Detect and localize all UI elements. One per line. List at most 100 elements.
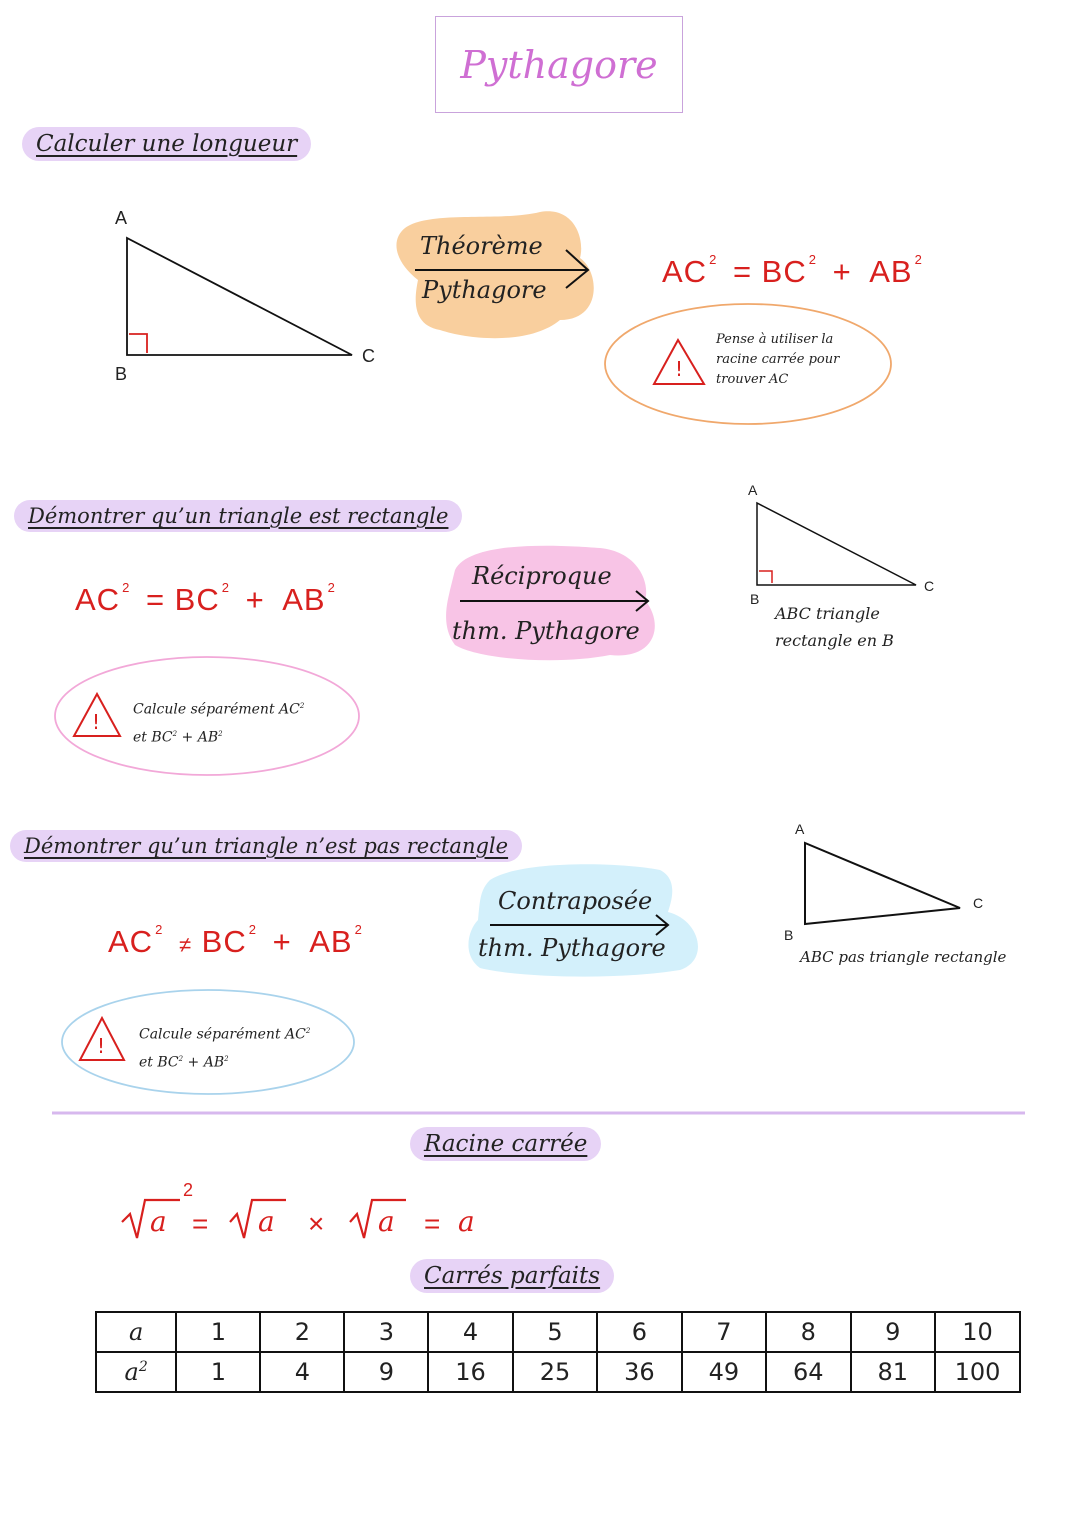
- plus: +: [832, 254, 852, 289]
- warning-icon: !: [78, 1015, 126, 1061]
- vertex-c-label: C: [973, 895, 984, 911]
- exponent: 2: [172, 729, 178, 738]
- table-cell: 2: [259, 1311, 346, 1353]
- table-cell: 1: [175, 1351, 262, 1393]
- equals: =: [424, 1208, 442, 1239]
- vertex-b-label: B: [784, 927, 794, 943]
- blue-blob: [468, 864, 698, 977]
- term-bc: BC: [201, 924, 247, 959]
- plus: +: [272, 924, 292, 959]
- vertex-c-label: C: [924, 578, 935, 594]
- svg-text:!: !: [92, 710, 100, 734]
- note-ellipse-1: [604, 303, 892, 425]
- arrow-label-bottom: thm. Pythagore: [452, 617, 640, 645]
- note-line: et BC: [139, 1054, 179, 1071]
- triangle-caption-3: ABC pas triangle rectangle: [800, 948, 1007, 966]
- section-heading-2: Démontrer qu’un triangle est rectangle: [14, 500, 463, 532]
- term-ab: AB: [869, 254, 913, 289]
- arrow-label-top: Contraposée: [498, 887, 653, 915]
- exponent: 2: [327, 580, 336, 595]
- table-cell: 9: [343, 1351, 430, 1393]
- note-ellipse-2: [54, 656, 360, 776]
- table-cell: 9: [849, 1311, 936, 1353]
- exponent: 2: [709, 252, 718, 267]
- svg-text:!: !: [97, 1034, 105, 1058]
- equals: =: [192, 1208, 210, 1239]
- not-equals: ≠: [178, 932, 193, 957]
- arrow-label-bottom: thm. Pythagore: [478, 934, 666, 962]
- triangle-3: [804, 841, 961, 926]
- term-ab: AB: [282, 582, 326, 617]
- exponent: 2: [155, 922, 164, 937]
- page-title: Pythagore: [435, 16, 683, 113]
- section-heading-1: Calculer une longueur: [22, 127, 312, 161]
- table-cell: 81: [849, 1351, 936, 1393]
- exponent: 2: [299, 702, 305, 710]
- exponent: 2: [178, 1054, 184, 1063]
- sqrt-var-1: a: [150, 1205, 168, 1238]
- exponent: 2: [808, 252, 817, 267]
- right-triangle-2: [756, 501, 917, 586]
- warning-icon: !: [652, 337, 706, 385]
- exponent: 2: [354, 922, 363, 937]
- term-bc: BC: [174, 582, 220, 617]
- vertex-b-label: B: [115, 364, 128, 384]
- sqrt-var-3: a: [378, 1205, 396, 1238]
- arrow-label-top: Réciproque: [472, 562, 612, 590]
- section-heading-racine: Racine carrée: [410, 1127, 602, 1161]
- row-header-label: a: [124, 1358, 139, 1386]
- table-cell: 16: [427, 1351, 514, 1393]
- equals: =: [145, 582, 166, 617]
- triangle-caption-2: ABC triangle rectangle en B: [775, 600, 894, 654]
- term-ab: AB: [309, 924, 353, 959]
- exponent: 2: [224, 1054, 229, 1063]
- exponent: 2: [221, 580, 230, 595]
- section-heading-3: Démontrer qu’un triangle n’est pas recta…: [10, 830, 523, 862]
- vertex-c-label: C: [362, 346, 375, 366]
- term-ac: AC: [662, 254, 708, 289]
- table-cell: 100: [933, 1351, 1022, 1393]
- table-cell: 4: [259, 1351, 346, 1393]
- table-cell: 3: [343, 1311, 430, 1353]
- note-line: racine carrée pour: [716, 352, 840, 367]
- right-angle-mark-2: [759, 570, 773, 583]
- table-cell: 4: [427, 1311, 514, 1353]
- note-line: + AB: [187, 1054, 225, 1071]
- exponent: 2: [138, 1359, 148, 1375]
- vertex-a-label: A: [748, 482, 758, 498]
- exponent: 2: [122, 580, 131, 595]
- table-cell: 8: [765, 1311, 852, 1353]
- table-cell: 1: [175, 1311, 262, 1353]
- note-1: Pense à utiliser la racine carrée pour t…: [716, 330, 839, 390]
- sqrt-var-2: a: [258, 1205, 276, 1238]
- right-triangle-1: [126, 236, 353, 356]
- table-cell: 5: [511, 1311, 599, 1353]
- result: a: [458, 1205, 476, 1238]
- sqrt-exponent: 2: [183, 1180, 195, 1200]
- warning-icon: !: [72, 691, 122, 737]
- note-line: + AB: [181, 729, 219, 746]
- arrow-label-top: Théorème: [420, 232, 543, 260]
- note-ellipse-3: [61, 989, 355, 1095]
- arrow-head-3: [655, 914, 670, 936]
- note-line: trouver AC: [716, 372, 789, 387]
- table-cell: 6: [596, 1311, 683, 1353]
- caption-line: rectangle en B: [775, 631, 894, 650]
- sqrt-sign-1: [121, 1198, 180, 1239]
- equals: =: [732, 254, 753, 289]
- term-ac: AC: [75, 582, 121, 617]
- row-header: a2: [94, 1351, 178, 1393]
- table-cell: 25: [511, 1351, 599, 1393]
- table-cell: 10: [933, 1311, 1022, 1353]
- table-cell: 64: [765, 1351, 852, 1393]
- caption-line: ABC triangle: [775, 604, 880, 623]
- arrow-label-bottom: Pythagore: [422, 276, 547, 304]
- note-line: Calcule séparément AC: [133, 701, 300, 718]
- arrow-head-2: [635, 590, 650, 612]
